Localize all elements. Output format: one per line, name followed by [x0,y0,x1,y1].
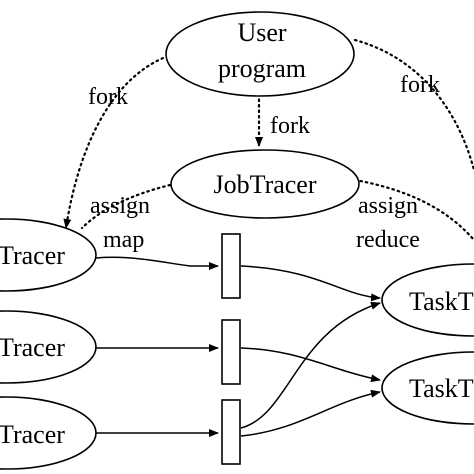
user-program-label-line2: program [218,54,306,83]
task-tracker-2-node: Tracer [0,310,97,384]
fork-left-label: fork [88,84,128,110]
edge-buffer3-reduce1 [240,301,381,429]
reduce-tracker-2-node: TaskT [381,351,474,425]
reduce-tracker-1-node: TaskT [381,263,474,337]
assign-reduce-label-line2: reduce [356,227,420,253]
map-output-buffer-3 [221,399,241,465]
map-output-buffer-2 [221,319,241,385]
edge-buffer2-reduce2 [240,347,381,383]
job-tracker-label: JobTracer [213,170,316,199]
assign-reduce-label-line1: assign [358,193,418,219]
assign-map-label-line1: assign [90,193,150,219]
task-tracker-1-node: Tracer [0,218,97,292]
edge-tracker1-buffer1 [95,256,219,270]
user-program-label-line1: User [237,18,286,47]
map-output-buffer-1 [221,233,241,299]
fork-center-label: fork [270,113,310,139]
task-tracker-1-label: Tracer [0,241,65,270]
reduce-tracker-2-label: TaskT [409,374,474,403]
reduce-tracker-1-label: TaskT [409,287,474,316]
edge-buffer1-reduce1 [240,265,381,302]
edge-buffer3-reduce2 [240,389,381,437]
user-program-node: User program [165,11,355,97]
edge-assign-map [80,183,172,230]
edge-fork-right [353,38,474,172]
job-tracker-node: JobTracer [170,149,360,219]
edge-assign-reduce [353,178,474,242]
assign-map-label-line2: map [103,227,144,253]
edge-fork-left [63,54,170,230]
fork-right-label: fork [400,72,440,98]
task-tracker-3-label: Tracer [0,420,65,449]
task-tracker-3-node: Tracer [0,396,97,470]
task-tracker-2-label: Tracer [0,333,65,362]
